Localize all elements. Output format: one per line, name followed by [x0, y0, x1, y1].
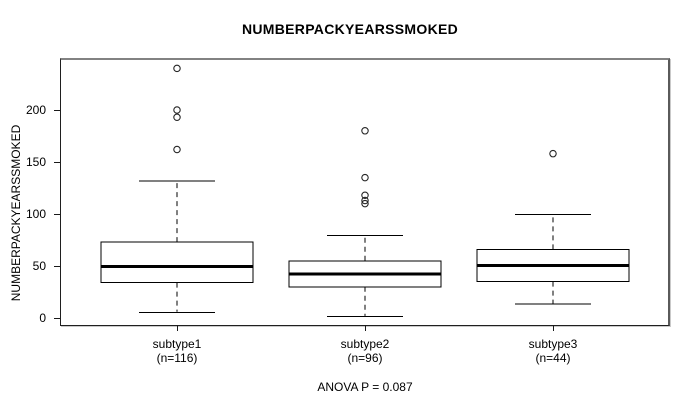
anova-footnote: ANOVA P = 0.087 — [317, 380, 413, 394]
y-tick-label: 100 — [25, 207, 46, 221]
x-tick-label-subtype1: subtype1 (n=116) — [97, 337, 257, 365]
outlier-point — [173, 106, 181, 114]
group-name: subtype3 — [528, 337, 578, 351]
y-tick-label: 150 — [25, 155, 46, 169]
group-count: (n=116) — [156, 351, 198, 365]
y-tick-label: 200 — [25, 103, 46, 117]
group-count: (n=44) — [535, 351, 571, 365]
outlier-point — [361, 191, 369, 200]
outlier-point — [173, 145, 181, 154]
outlier-point — [361, 199, 369, 208]
group-name: subtype1 — [152, 337, 202, 351]
x-tick-label-subtype2: subtype2 (n=96) — [285, 337, 445, 365]
outlier-point — [361, 173, 369, 182]
outlier-point — [173, 64, 181, 73]
outlier-point — [361, 196, 369, 205]
outlier-point — [173, 113, 181, 122]
group-name: subtype2 — [340, 337, 390, 351]
outlier-point — [549, 149, 557, 158]
y-tick-label: 0 — [39, 311, 46, 325]
group-count: (n=96) — [347, 351, 383, 365]
x-tick-label-subtype3: subtype3 (n=44) — [473, 337, 633, 365]
outlier-point — [361, 127, 369, 135]
chart-title: NUMBERPACKYEARSSMOKED — [241, 21, 459, 37]
y-tick-label: 50 — [32, 259, 46, 273]
iqr-box — [100, 241, 254, 284]
